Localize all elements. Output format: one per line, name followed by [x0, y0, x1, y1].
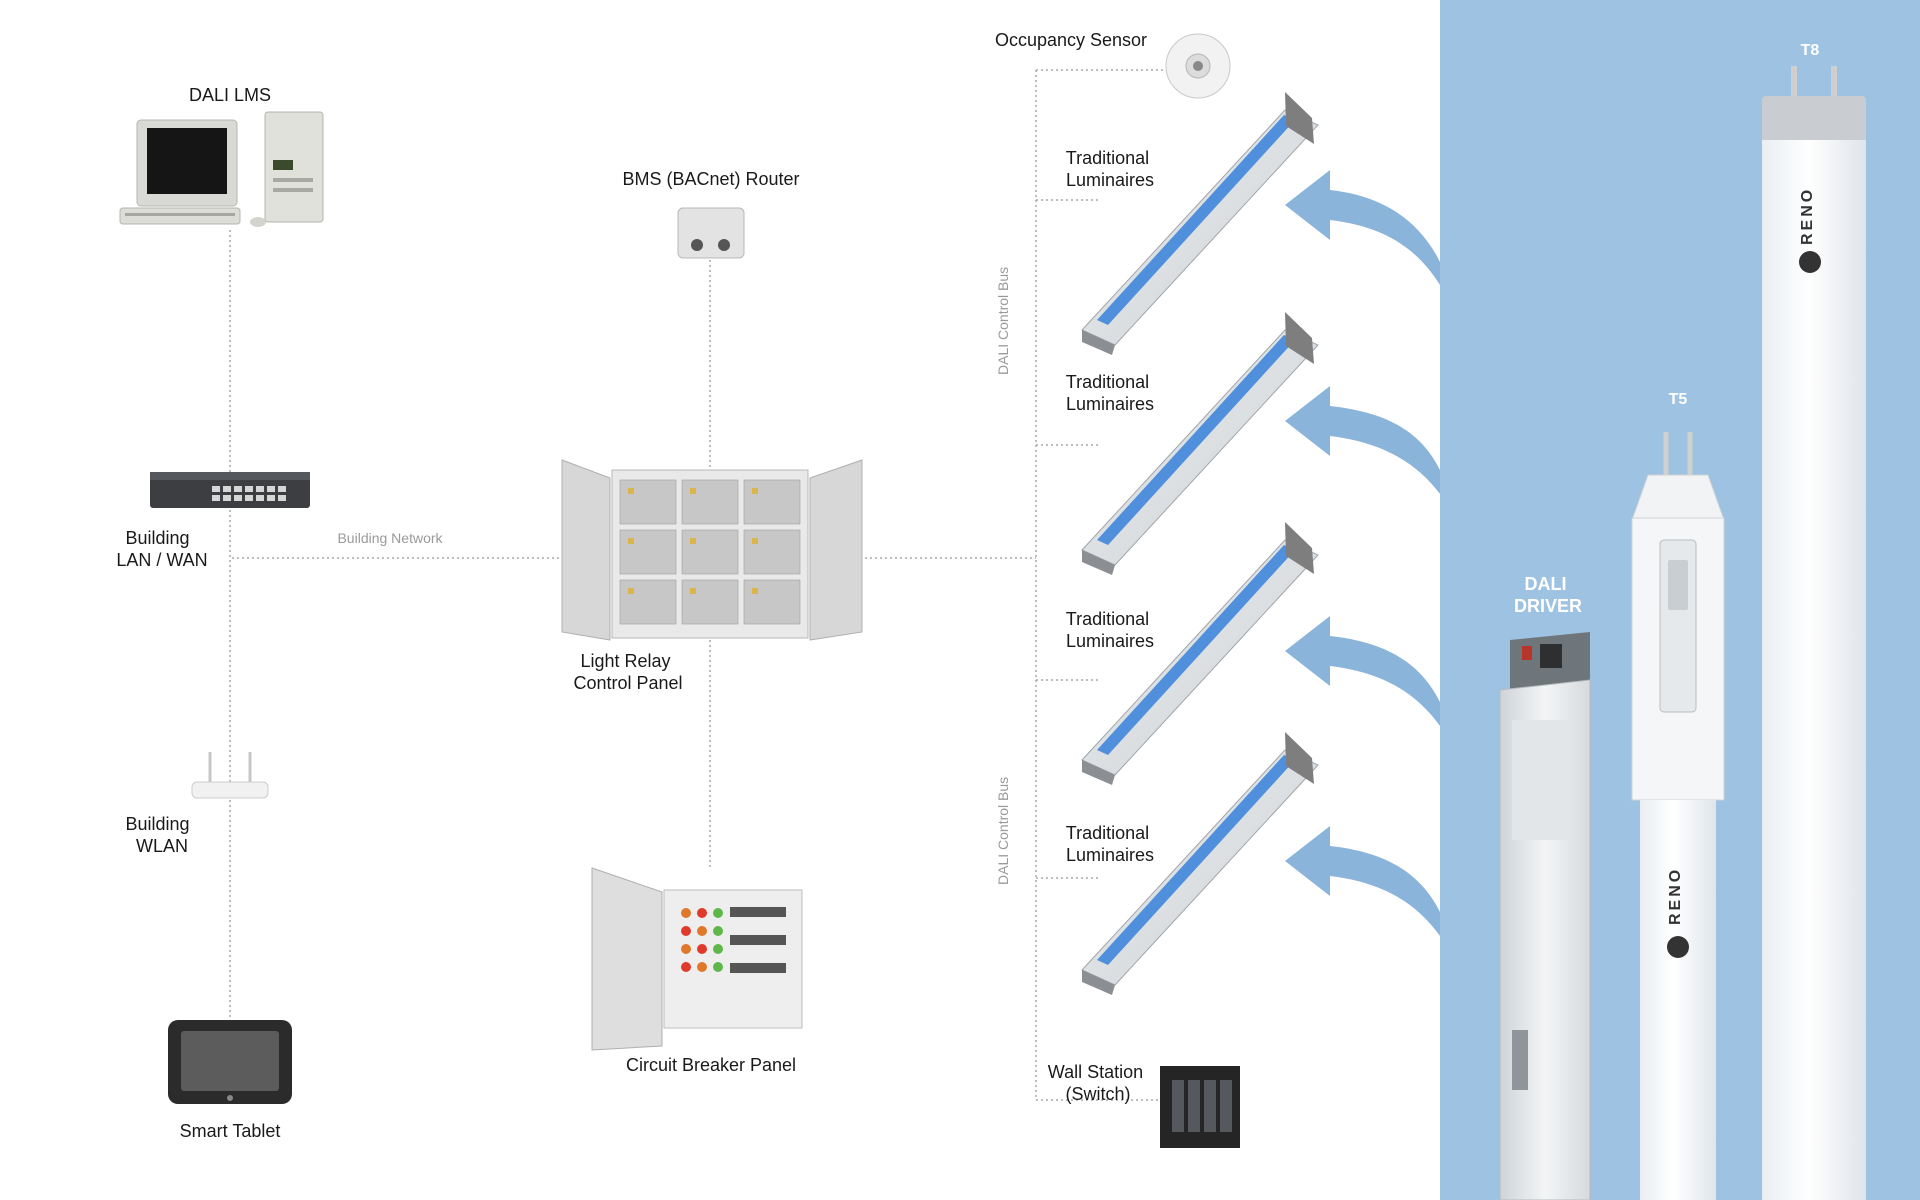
breaker-panel-label: Circuit Breaker Panel [626, 1055, 796, 1075]
network-switch-icon [150, 472, 310, 508]
t8-tube-icon [1762, 66, 1866, 1200]
brand-logo-icon [1799, 251, 1821, 273]
t5-tube-icon [1631, 432, 1725, 1200]
control-bus-label: DALI Control Bus [995, 777, 1011, 885]
building-network-label: Building Network [337, 530, 443, 546]
bms-router-label: BMS (BACnet) Router [622, 169, 799, 189]
luminaire-icon [1081, 92, 1319, 355]
brand-logo-icon [1667, 936, 1689, 958]
dali-driver-label: DALI DRIVER [1514, 574, 1582, 616]
occupancy-sensor-icon [1165, 33, 1231, 99]
arrow-icon [1285, 170, 1440, 285]
smart-tablet-label: Smart Tablet [180, 1121, 281, 1141]
luminaire-icon [1081, 522, 1319, 785]
lan-wan-label: Building LAN / WAN [116, 528, 207, 570]
luminaire-label: Traditional Luminaires [1066, 823, 1154, 865]
luminaire-label: Traditional Luminaires [1066, 148, 1154, 190]
relay-panel-icon [561, 459, 863, 641]
dali-lms-label: DALI LMS [189, 85, 271, 105]
connection-lines [229, 69, 1175, 1101]
control-bus-label: DALI Control Bus [995, 267, 1011, 375]
arrow-icon [1285, 826, 1440, 936]
wifi-router-icon [191, 752, 269, 799]
luminaire-label: Traditional Luminaires [1066, 372, 1154, 414]
wall-station-label: Wall Station (Switch) [1048, 1062, 1148, 1104]
brand-logo: RENO [1799, 187, 1816, 245]
luminaire-icon [1081, 732, 1319, 995]
occupancy-sensor-label: Occupancy Sensor [995, 30, 1147, 50]
luminaire-label: Traditional Luminaires [1066, 609, 1154, 651]
breaker-panel-icon [591, 867, 803, 1051]
tablet-icon [168, 1020, 292, 1104]
arrow-icon [1285, 386, 1440, 494]
relay-panel-label: Light Relay Control Panel [573, 651, 682, 693]
bacnet-router-icon [677, 207, 745, 259]
wall-switch-icon [1160, 1066, 1240, 1148]
dali-driver-icon [1499, 632, 1591, 1200]
luminaire-icon [1081, 312, 1319, 575]
wlan-label: Building WLAN [125, 814, 194, 856]
brand-logo: RENO [1667, 867, 1684, 925]
t8-label: T8 [1801, 42, 1820, 59]
arrow-icon [1285, 616, 1440, 726]
computer-icon [119, 111, 324, 227]
t5-label: T5 [1669, 391, 1688, 408]
